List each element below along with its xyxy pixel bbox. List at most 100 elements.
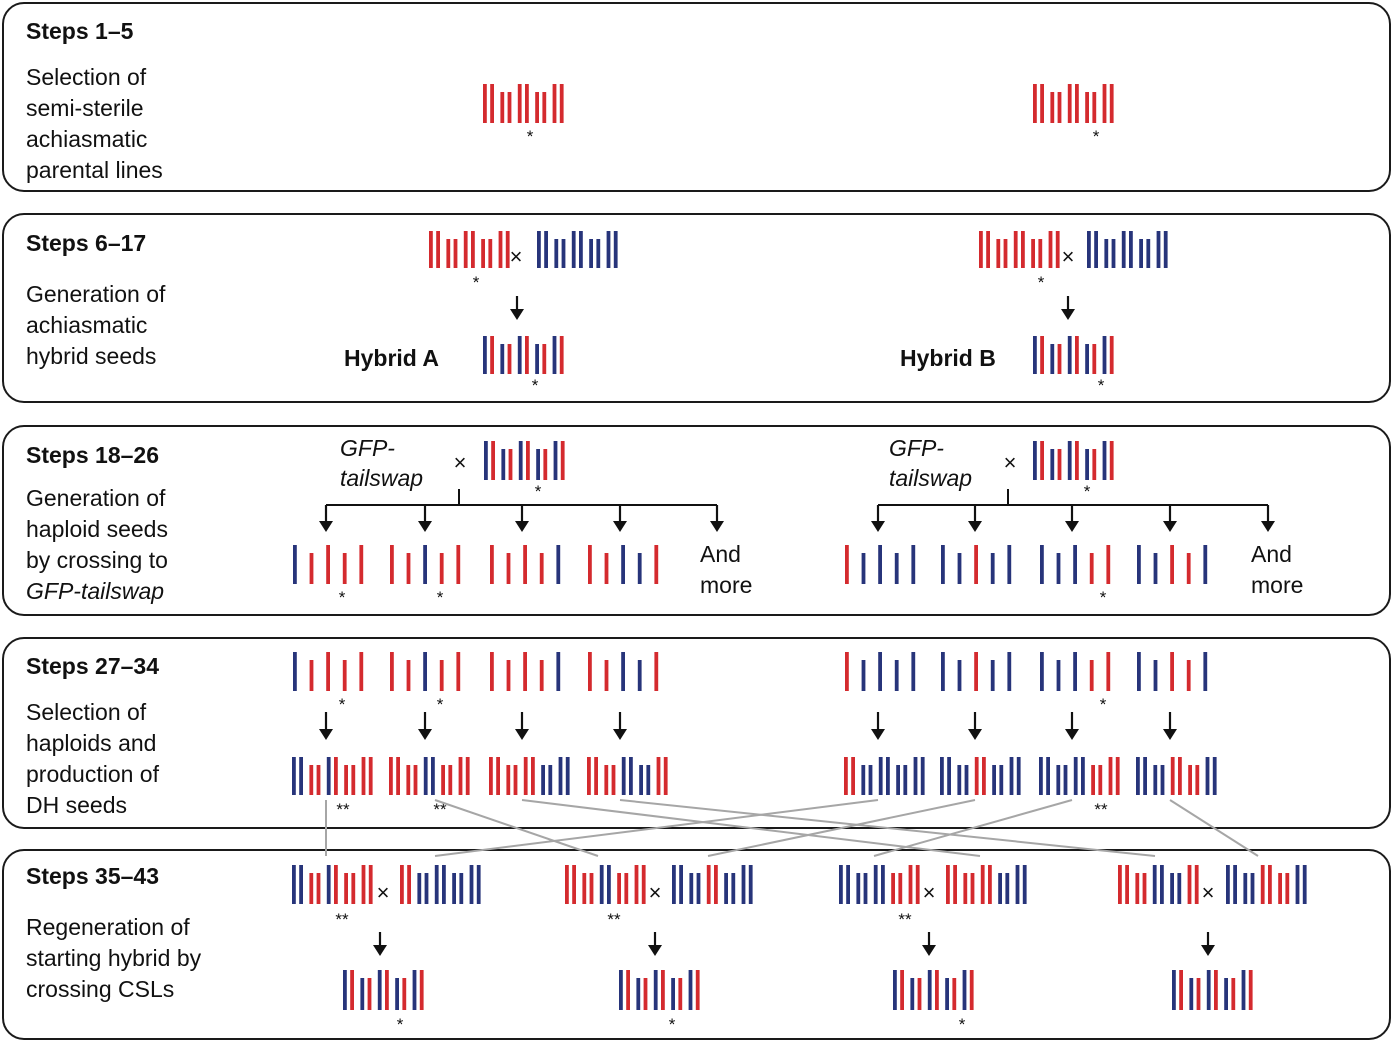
chromosome (1067, 441, 1072, 480)
chromosome (1177, 873, 1182, 904)
chromosome (911, 652, 916, 691)
chromosome (385, 970, 389, 1010)
chromosome (1046, 757, 1050, 795)
arrow-head (968, 729, 982, 740)
chromosome (1067, 84, 1072, 123)
chromosome (469, 865, 474, 904)
chromosome (448, 765, 453, 795)
chromosome (326, 757, 331, 795)
chromosome (350, 970, 354, 1010)
chromosome (654, 545, 659, 584)
chromosome (396, 757, 400, 795)
regenerated-hybrid-glyph (343, 970, 424, 1010)
asterisk-marker: * (669, 1015, 676, 1034)
connector-line (434, 799, 879, 857)
chromosome (293, 652, 297, 691)
chromosome (607, 865, 611, 904)
chromosome (861, 660, 866, 691)
chromosome (1186, 660, 1191, 691)
chromosome (980, 865, 985, 904)
chromosome (1073, 652, 1077, 691)
chromosome (1056, 553, 1061, 584)
dh-line-glyph (489, 757, 570, 795)
panel-desc-steps-6-17: Generation of achiasmatic hybrid seeds (26, 281, 166, 369)
down-arrow-icon (418, 505, 432, 532)
chromosome (1111, 239, 1116, 268)
chromosome (1067, 336, 1072, 374)
chromosome (309, 553, 314, 584)
gfp-label: tailswap (340, 465, 423, 491)
chromosome (1156, 231, 1161, 268)
chromosome (368, 865, 373, 904)
hybrid-b-glyph (1033, 336, 1114, 374)
chromosome (1160, 765, 1165, 795)
chromosome (539, 553, 544, 584)
dh-line-glyph (844, 757, 925, 795)
chromosome (878, 652, 882, 691)
chromosome (626, 970, 630, 1010)
chromosome (542, 344, 547, 374)
chromosome (1087, 231, 1091, 268)
chromosome (1108, 757, 1113, 795)
chromosome (553, 441, 558, 480)
chromosome (1057, 344, 1062, 374)
chromosome (1033, 336, 1037, 374)
chromosome (1092, 92, 1097, 123)
chromosome (594, 757, 598, 795)
chromosome (531, 757, 535, 795)
chromosome (1040, 84, 1044, 123)
chromosome (1040, 336, 1044, 374)
chromosome (1118, 865, 1122, 904)
chromosome (908, 865, 913, 904)
arrow-head (922, 945, 936, 956)
chromosome (344, 873, 348, 904)
asterisk-marker: * (959, 1015, 966, 1034)
chromosome (1094, 231, 1098, 268)
chromosome (1050, 449, 1055, 480)
chromosome (911, 545, 916, 584)
chromosome (535, 344, 539, 374)
chromosome (1189, 978, 1194, 1010)
down-arrow-icon (1065, 505, 1079, 532)
double-asterisk-marker: ** (336, 800, 350, 819)
chromosome (496, 757, 500, 795)
chromosome (1016, 757, 1021, 795)
chromosome (1278, 873, 1282, 904)
chromosome (1106, 545, 1111, 584)
chromosome (947, 757, 951, 795)
haploid-glyph (845, 652, 916, 691)
panel-desc-text: Generation of haploid seeds by crossing … (26, 485, 168, 573)
chromosome (903, 765, 908, 795)
chromosome (941, 545, 945, 584)
chromosome (342, 553, 347, 584)
arrow-head (373, 945, 387, 956)
chromosome (1075, 441, 1079, 480)
chromosome (526, 441, 530, 480)
haploid-glyph (490, 545, 561, 584)
chromosome (878, 545, 882, 584)
haploid-glyph (588, 545, 659, 584)
chromosome (611, 765, 616, 795)
parental-line-b (1033, 84, 1114, 123)
chromosome (559, 84, 564, 123)
chromosome (539, 660, 544, 691)
chromosome (406, 765, 411, 795)
chromosome (542, 92, 547, 123)
chromosome (896, 765, 900, 795)
cross-symbol: × (923, 880, 936, 905)
chromosome (1089, 660, 1094, 691)
panel-desc-italic: GFP-tailswap (26, 578, 165, 604)
haploid-glyph (845, 545, 916, 584)
asterisk-marker: * (1093, 127, 1100, 146)
chromosome (552, 84, 557, 123)
chromosome (1260, 865, 1265, 904)
haploid-glyph (1040, 652, 1111, 691)
chromosome (299, 865, 303, 904)
regenerated-hybrid-glyph (1172, 970, 1253, 1010)
chromosome (1056, 660, 1061, 691)
chromosome (851, 757, 855, 795)
chromosome (1188, 765, 1192, 795)
panel-steps-27-34 (2, 637, 1391, 829)
chromosome (1005, 873, 1010, 904)
chromosome (490, 545, 494, 584)
